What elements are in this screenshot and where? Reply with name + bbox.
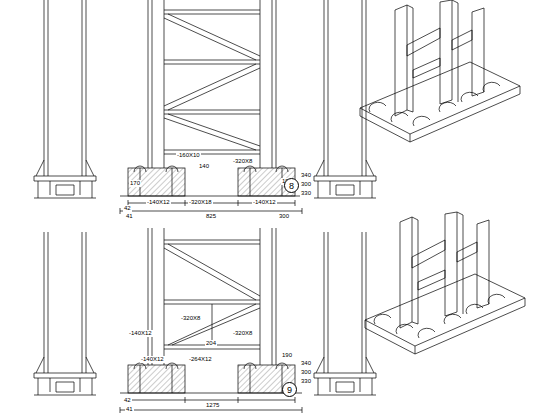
dimension-label: 330 xyxy=(300,378,312,385)
dimension-label: 42 xyxy=(123,205,132,212)
dimension-label: -140X12 xyxy=(252,199,277,206)
dimension-label: 300 xyxy=(278,213,290,220)
dimension-label: -320X18 xyxy=(188,199,213,206)
dimension-label: -160X10 xyxy=(176,152,201,159)
dimension-label: -140X12 xyxy=(128,330,153,337)
detail-number: 8 xyxy=(289,181,294,191)
dimension-label: -320X8 xyxy=(180,315,201,322)
dimension-label: 41 xyxy=(125,213,134,220)
detail-circle: 8 xyxy=(284,178,299,193)
dimension-label: -140X12 xyxy=(146,199,171,206)
detail-number: 9 xyxy=(287,385,292,395)
dimension-label: 42 xyxy=(123,397,132,404)
dimension-label: 41 xyxy=(125,406,134,413)
detail-circle: 9 xyxy=(282,382,297,397)
dimension-label: -320X8 xyxy=(232,158,253,165)
dimension-label: 190 xyxy=(281,352,293,359)
dimension-label: -140X12 xyxy=(140,356,165,363)
dimension-label: 330 xyxy=(300,190,312,197)
dimension-label: 300 xyxy=(300,369,312,376)
dimension-label: 204 xyxy=(205,340,217,347)
dimension-label: 1275 xyxy=(205,402,220,409)
dimension-label: 140 xyxy=(198,163,210,170)
dimension-label: 825 xyxy=(205,213,217,220)
dimension-label: 340 xyxy=(300,360,312,367)
dimension-label: 170 xyxy=(129,180,141,187)
dimension-label: 340 xyxy=(300,172,312,179)
dimension-label: -320X8 xyxy=(232,330,253,337)
dimension-label: 300 xyxy=(300,181,312,188)
dimension-label: -264X12 xyxy=(188,356,213,363)
